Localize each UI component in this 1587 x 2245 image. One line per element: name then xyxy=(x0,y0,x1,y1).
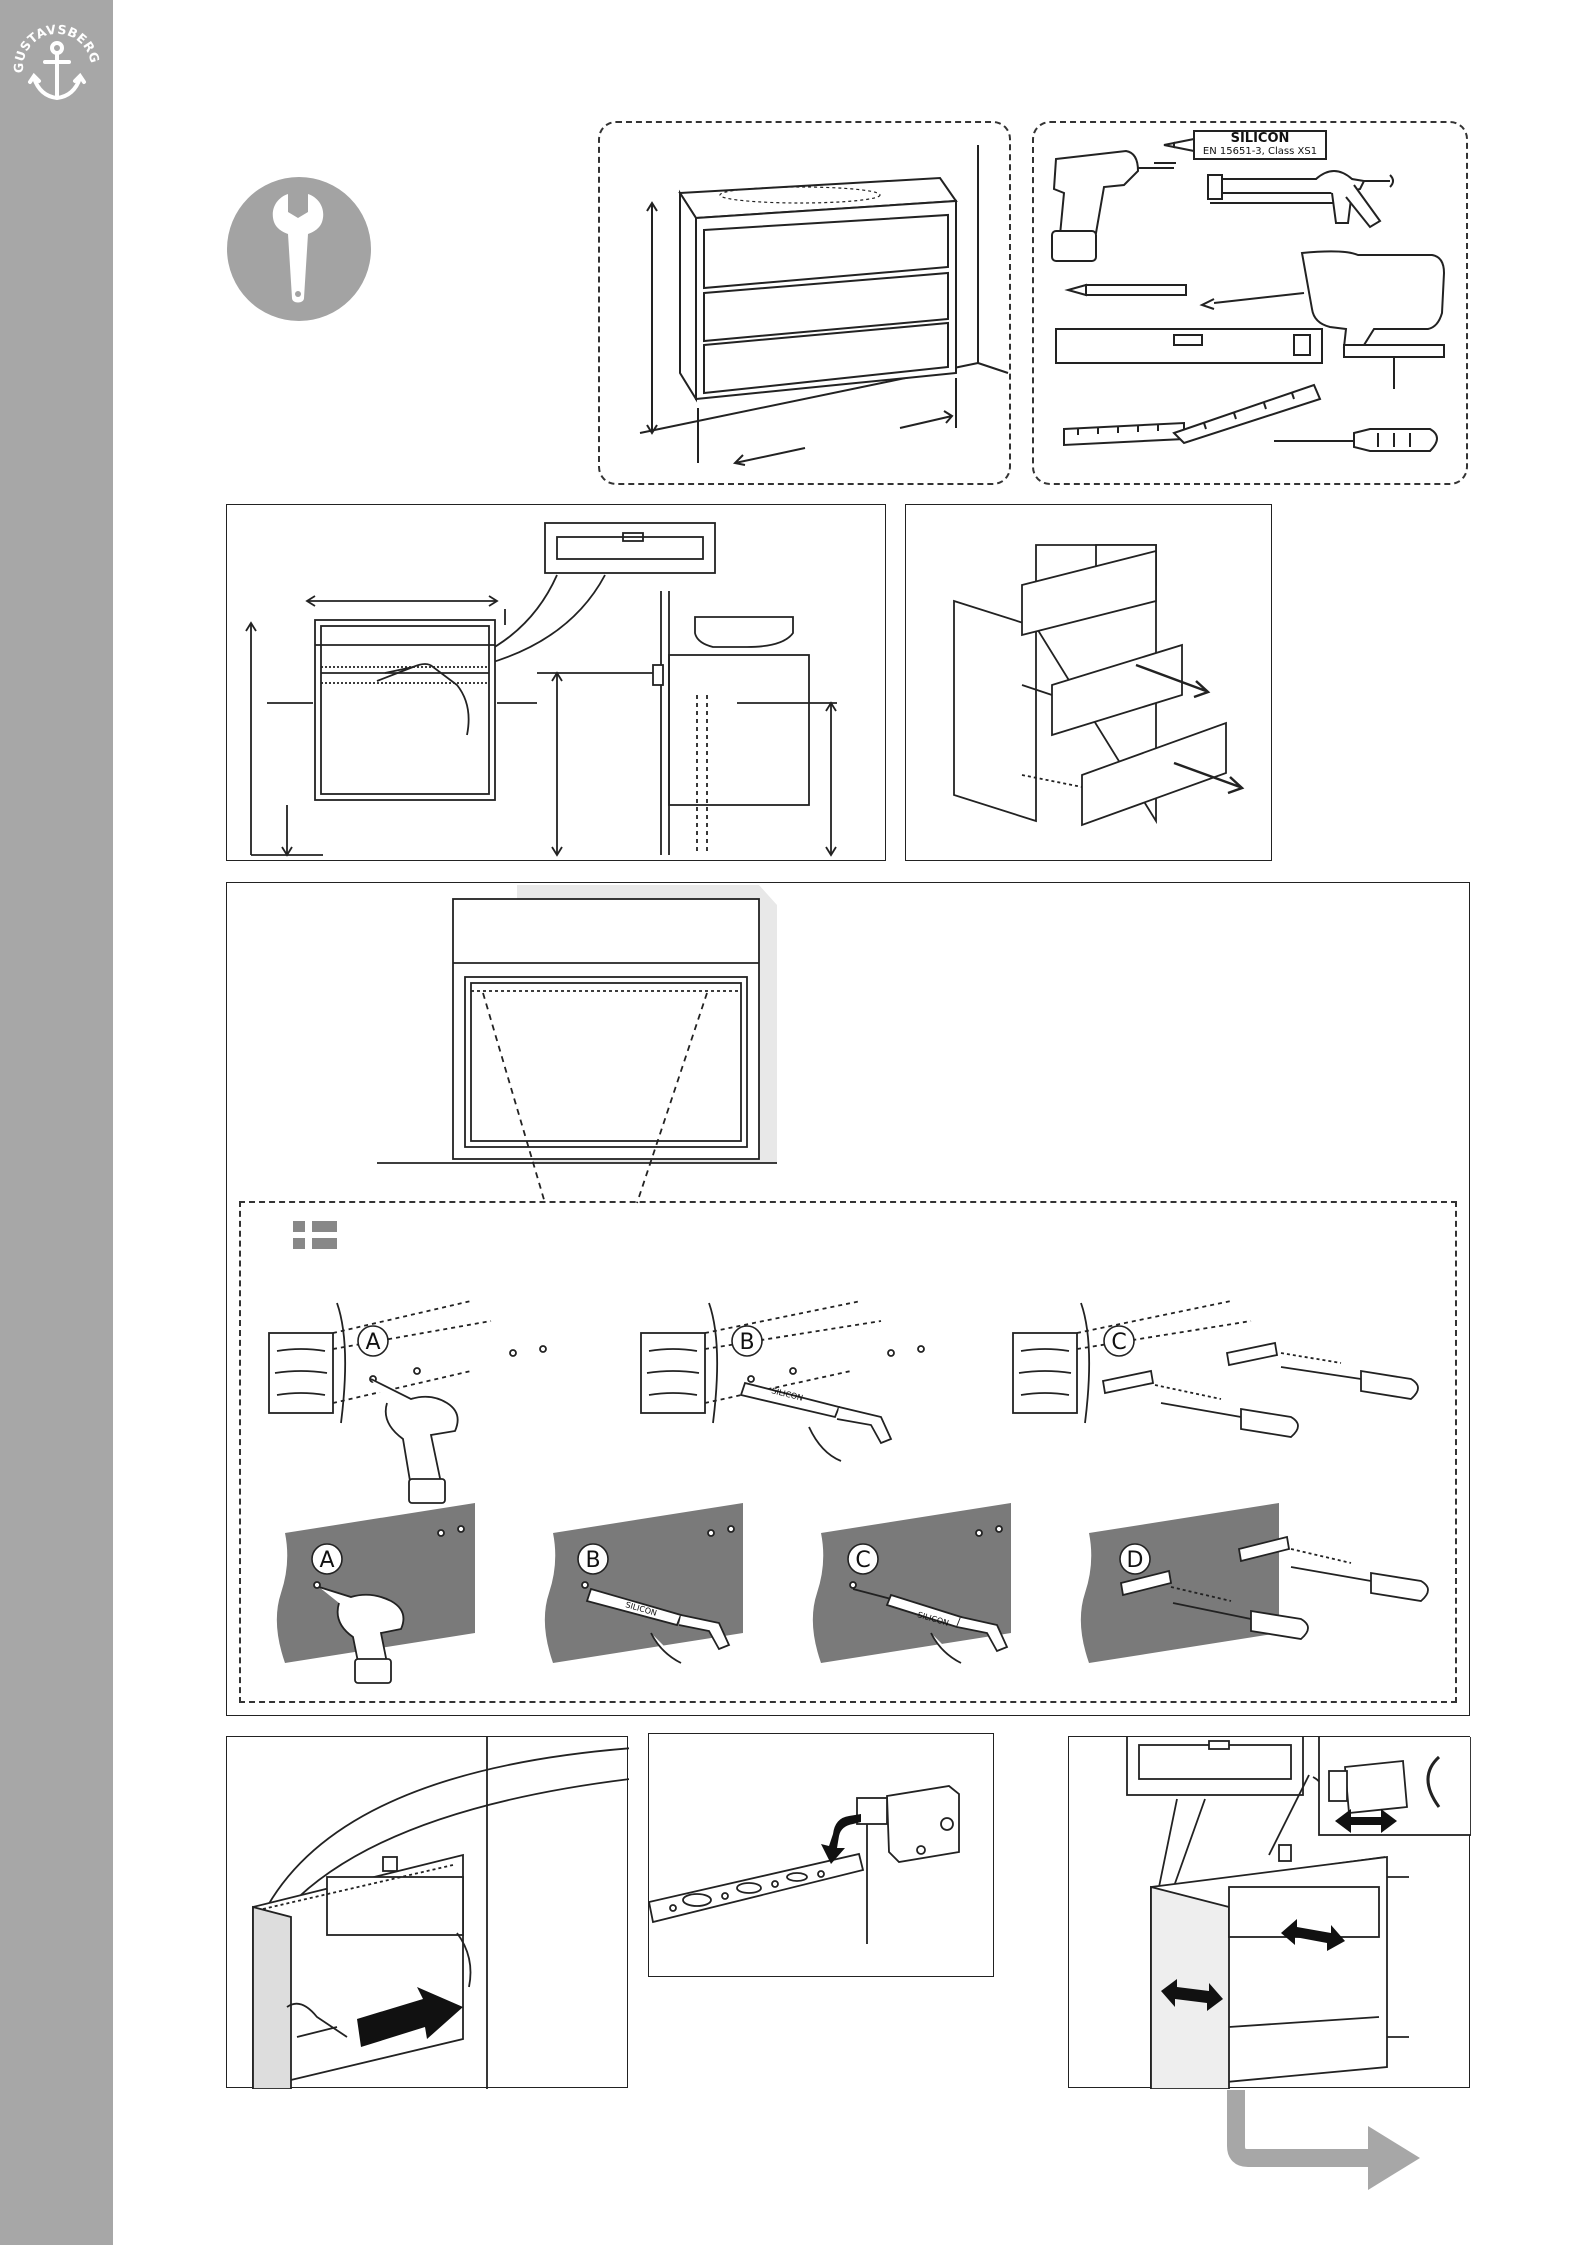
bracket-detail-illustration xyxy=(649,1734,995,1978)
silicon-tube-standard: EN 15651-3, Class XS1 xyxy=(1194,146,1326,157)
pencil-icon xyxy=(1068,285,1186,295)
bracket-detail-callout xyxy=(648,1733,994,1977)
spirit-level-icon xyxy=(1056,329,1322,363)
wall-step-c xyxy=(813,1503,1011,1663)
wall-step-letter: B xyxy=(585,1548,600,1573)
jigsaw-icon xyxy=(1202,251,1444,389)
sidebar: GUSTAVSBERG xyxy=(0,0,113,2245)
adjust-cabinet-illustration xyxy=(1069,1737,1471,2089)
measuring-illustration xyxy=(227,505,887,862)
wrench-icon xyxy=(226,176,372,322)
wall-types-box: A B C A B C D SILICON SILICON SILICON xyxy=(239,1201,1457,1703)
wall-step-letter: D xyxy=(1127,1548,1144,1573)
wall-step-d xyxy=(1081,1503,1428,1663)
screwdriver-icon xyxy=(1274,429,1437,451)
measuring-panel xyxy=(226,504,886,861)
next-page-arrow-icon xyxy=(1226,2090,1422,2190)
wood-step-letter: A xyxy=(365,1330,380,1355)
hang-cabinet-panel xyxy=(226,1736,628,2088)
wood-step-a xyxy=(269,1301,546,1503)
wall-step-letter: A xyxy=(319,1548,334,1573)
drawer-removal-illustration xyxy=(906,505,1273,862)
gustavsberg-logo: GUSTAVSBERG xyxy=(10,18,104,112)
drill-icon xyxy=(1052,151,1176,261)
overview-dimensions-box xyxy=(598,121,1011,485)
wall-step-letter: C xyxy=(855,1548,870,1573)
wall-fixing-panel: A B C A B C D SILICON SILICON SILICON xyxy=(226,882,1470,1716)
wall-fixing-steps-illustration: A B C A B C D SILICON SILICON SILICON xyxy=(241,1203,1459,1705)
hang-cabinet-illustration xyxy=(227,1737,629,2089)
wood-step-letter: B xyxy=(739,1330,754,1355)
wood-step-b xyxy=(641,1301,924,1461)
remove-drawers-panel xyxy=(905,504,1272,861)
tools-illustration xyxy=(1034,123,1470,487)
wall-step-b xyxy=(545,1503,743,1663)
adjust-cabinet-panel xyxy=(1068,1736,1470,2088)
caulking-gun-icon xyxy=(1208,171,1393,227)
cabinet-dimensions-illustration xyxy=(600,123,1013,487)
silicon-tube-label: SILICON EN 15651-3, Class XS1 xyxy=(1194,132,1326,157)
wood-step-letter: C xyxy=(1111,1330,1126,1355)
folding-rule-icon xyxy=(1064,385,1320,445)
silicon-tube-title: SILICON xyxy=(1194,132,1326,146)
tools-box: SILICON EN 15651-3, Class XS1 xyxy=(1032,121,1468,485)
wood-step-c xyxy=(1013,1301,1418,1437)
anchor-icon xyxy=(30,43,84,98)
wall-step-a xyxy=(277,1503,475,1683)
